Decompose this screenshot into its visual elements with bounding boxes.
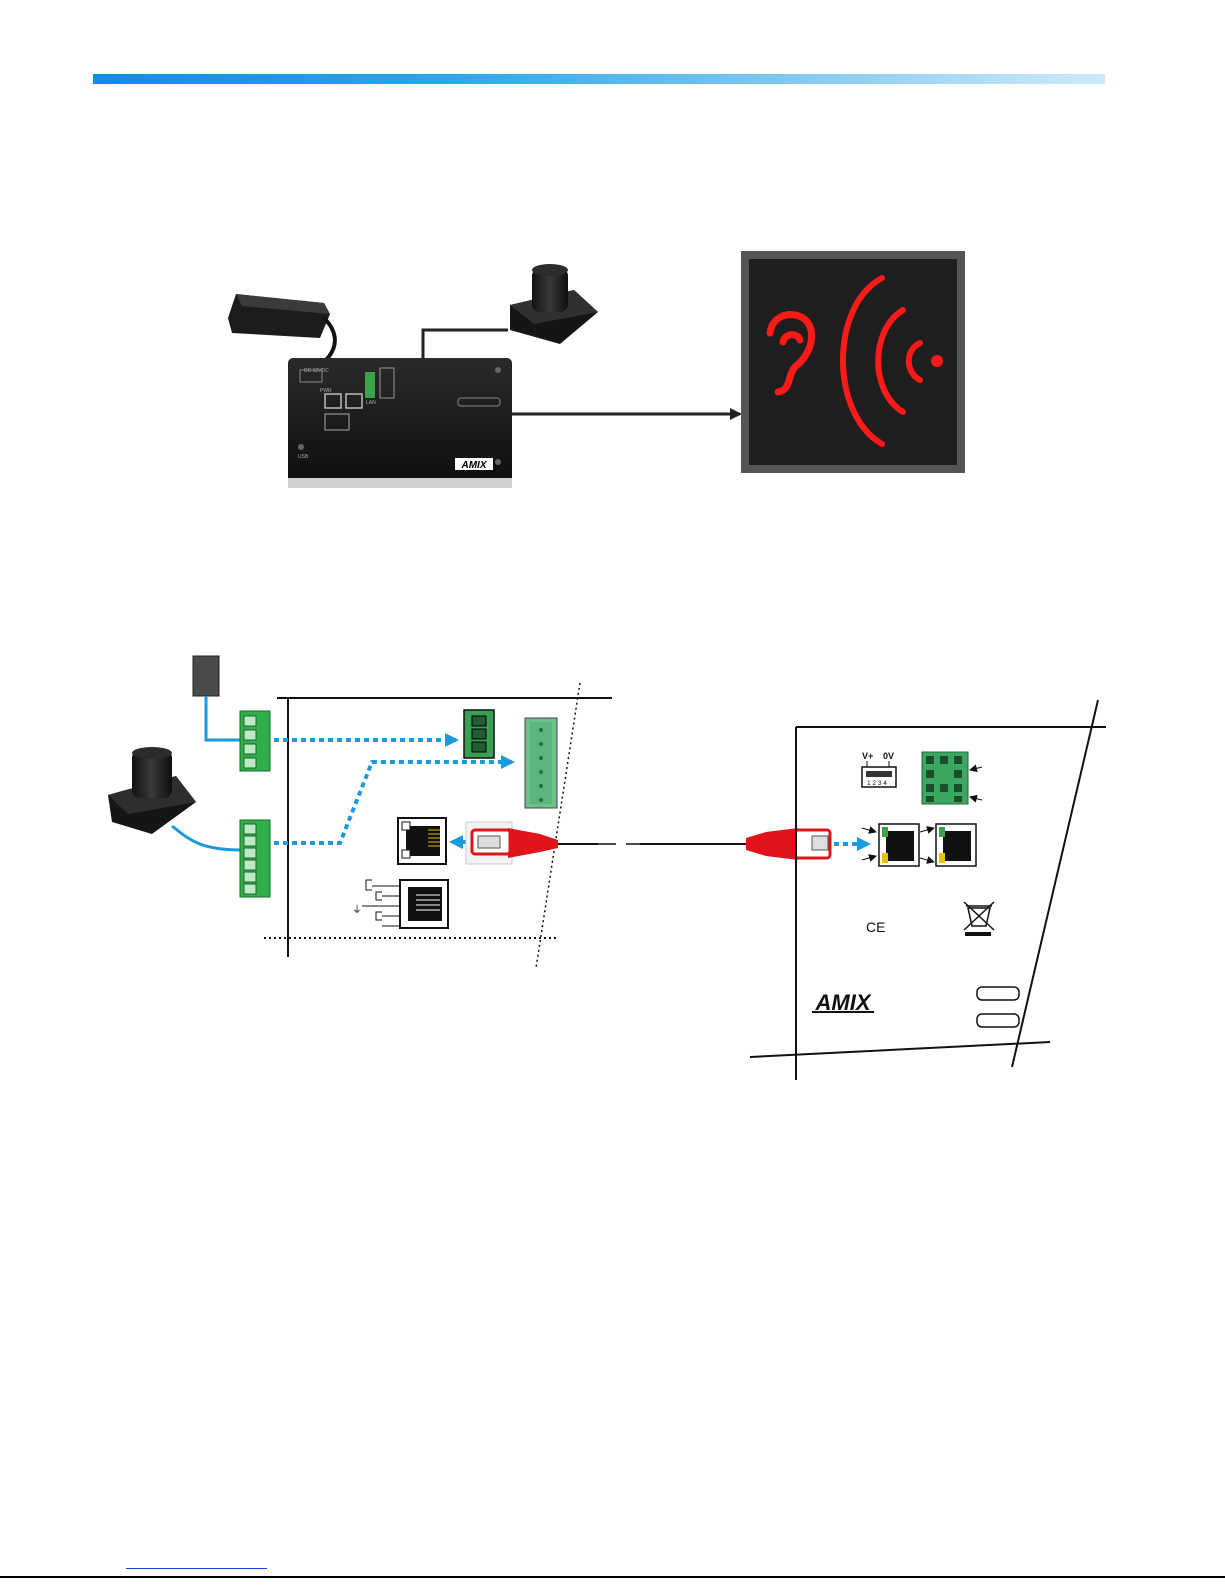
- device-terminal-3pin: [464, 710, 494, 758]
- rj45-wiring-port: ⏚: [352, 880, 448, 928]
- dc-input-label: DC 12VDC: [304, 368, 329, 374]
- device-rj45-port: [398, 818, 446, 864]
- vplus-label: V+: [862, 751, 873, 761]
- mic-cable-blue: [172, 826, 242, 850]
- usb-label: USB: [298, 454, 309, 460]
- rj45-plug-left: [466, 822, 558, 864]
- amplifier-device: DC 12VDC PWR LAN USB AMIX: [288, 358, 512, 488]
- lan-label: LAN: [366, 400, 376, 406]
- weee-bin-icon: [964, 902, 994, 936]
- footer-link-underline: [126, 1568, 267, 1569]
- device-terminal-6pin: [525, 718, 557, 808]
- panel-button-2[interactable]: [977, 1014, 1019, 1027]
- ground-symbol: ⏚: [352, 904, 362, 916]
- port-arrow-3: [920, 828, 934, 832]
- device-brand-logo: AMIX: [461, 460, 488, 471]
- mic-cable: [423, 330, 508, 358]
- ce-mark-icon: CE: [866, 919, 885, 935]
- terminal-block-6pin: [240, 820, 270, 897]
- port-arrow-1: [862, 828, 876, 832]
- terminal-block-4pin: [240, 711, 270, 771]
- input-module-cable: [206, 696, 240, 740]
- pin-numbers-label: 1 2 3 4: [867, 780, 887, 787]
- port-arrow-4: [920, 858, 934, 862]
- port-arrow-2: [862, 856, 876, 860]
- signal-dot: [931, 355, 943, 367]
- input-module-icon: [193, 656, 219, 696]
- panel-cut-line: [1012, 700, 1098, 1067]
- rj45-plug-right: [746, 828, 830, 860]
- microphone-icon: [510, 264, 598, 344]
- power-adapter-icon: [228, 294, 335, 360]
- panel-rj45-port-1: [879, 824, 919, 866]
- hearing-loop-sign: [741, 251, 965, 473]
- panel-button-1[interactable]: [977, 987, 1019, 1000]
- panel-terminal-grid: [922, 752, 968, 804]
- microphone-icon-2: [108, 747, 196, 834]
- zero-v-label: 0V: [883, 751, 894, 761]
- terminal-arrow-1: [970, 767, 982, 770]
- pwr-label: PWR: [320, 388, 332, 394]
- footer-rule: [0, 1576, 1225, 1578]
- panel-rj45-port-2: [936, 824, 976, 866]
- terminal-arrow-2: [970, 797, 982, 800]
- panel-power-connector: V+ 0V 1 2 3 4: [862, 751, 896, 787]
